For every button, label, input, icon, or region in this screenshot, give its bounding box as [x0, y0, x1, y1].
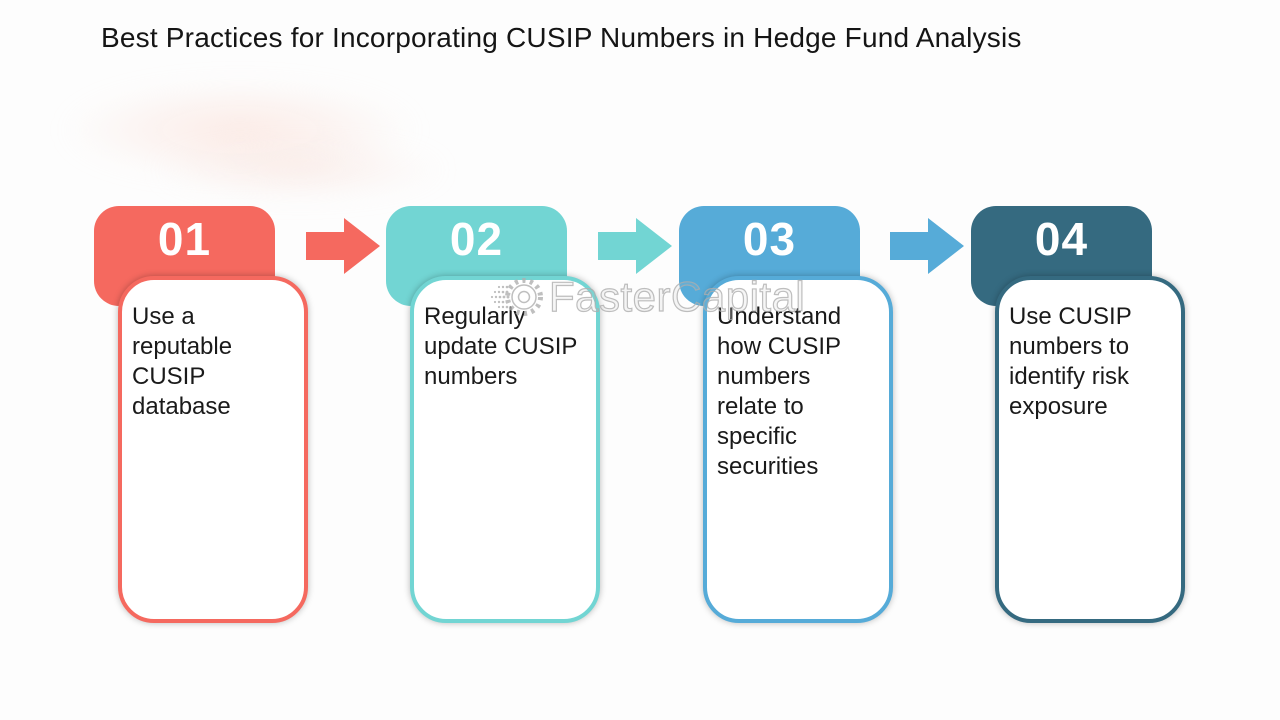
- right-arrow-icon: [598, 218, 672, 274]
- step-description: Use CUSIP numbers to identify risk expos…: [1009, 303, 1132, 420]
- background-smudge: [150, 140, 450, 200]
- step-group-4: 04 Use CUSIP numbers to identify risk ex…: [971, 206, 1211, 626]
- step-card: Regularly update CUSIP numbers: [410, 276, 600, 623]
- right-arrow-icon: [890, 218, 964, 274]
- step-number: 01: [157, 213, 212, 265]
- step-number-box: 04: [971, 206, 1152, 306]
- background-smudge: [60, 80, 420, 180]
- step-group-2: 02 Regularly update CUSIP numbers: [386, 206, 626, 626]
- step-card: Use a reputable CUSIP database: [118, 276, 308, 623]
- step-description: Understand how CUSIP numbers relate to s…: [717, 303, 842, 480]
- step-group-1: 01 Use a reputable CUSIP database: [94, 206, 334, 626]
- step-number: 03: [742, 213, 797, 265]
- step-number: 02: [449, 213, 504, 265]
- step-description: Use a reputable CUSIP database: [132, 303, 233, 420]
- step-number: 04: [1034, 213, 1089, 265]
- step-group-3: 03 Understand how CUSIP numbers relate t…: [679, 206, 919, 626]
- step-card: Understand how CUSIP numbers relate to s…: [703, 276, 893, 623]
- page-title: Best Practices for Incorporating CUSIP N…: [101, 22, 1022, 53]
- right-arrow-icon: [306, 218, 380, 274]
- step-card: Use CUSIP numbers to identify risk expos…: [995, 276, 1185, 623]
- step-description: Regularly update CUSIP numbers: [424, 303, 578, 390]
